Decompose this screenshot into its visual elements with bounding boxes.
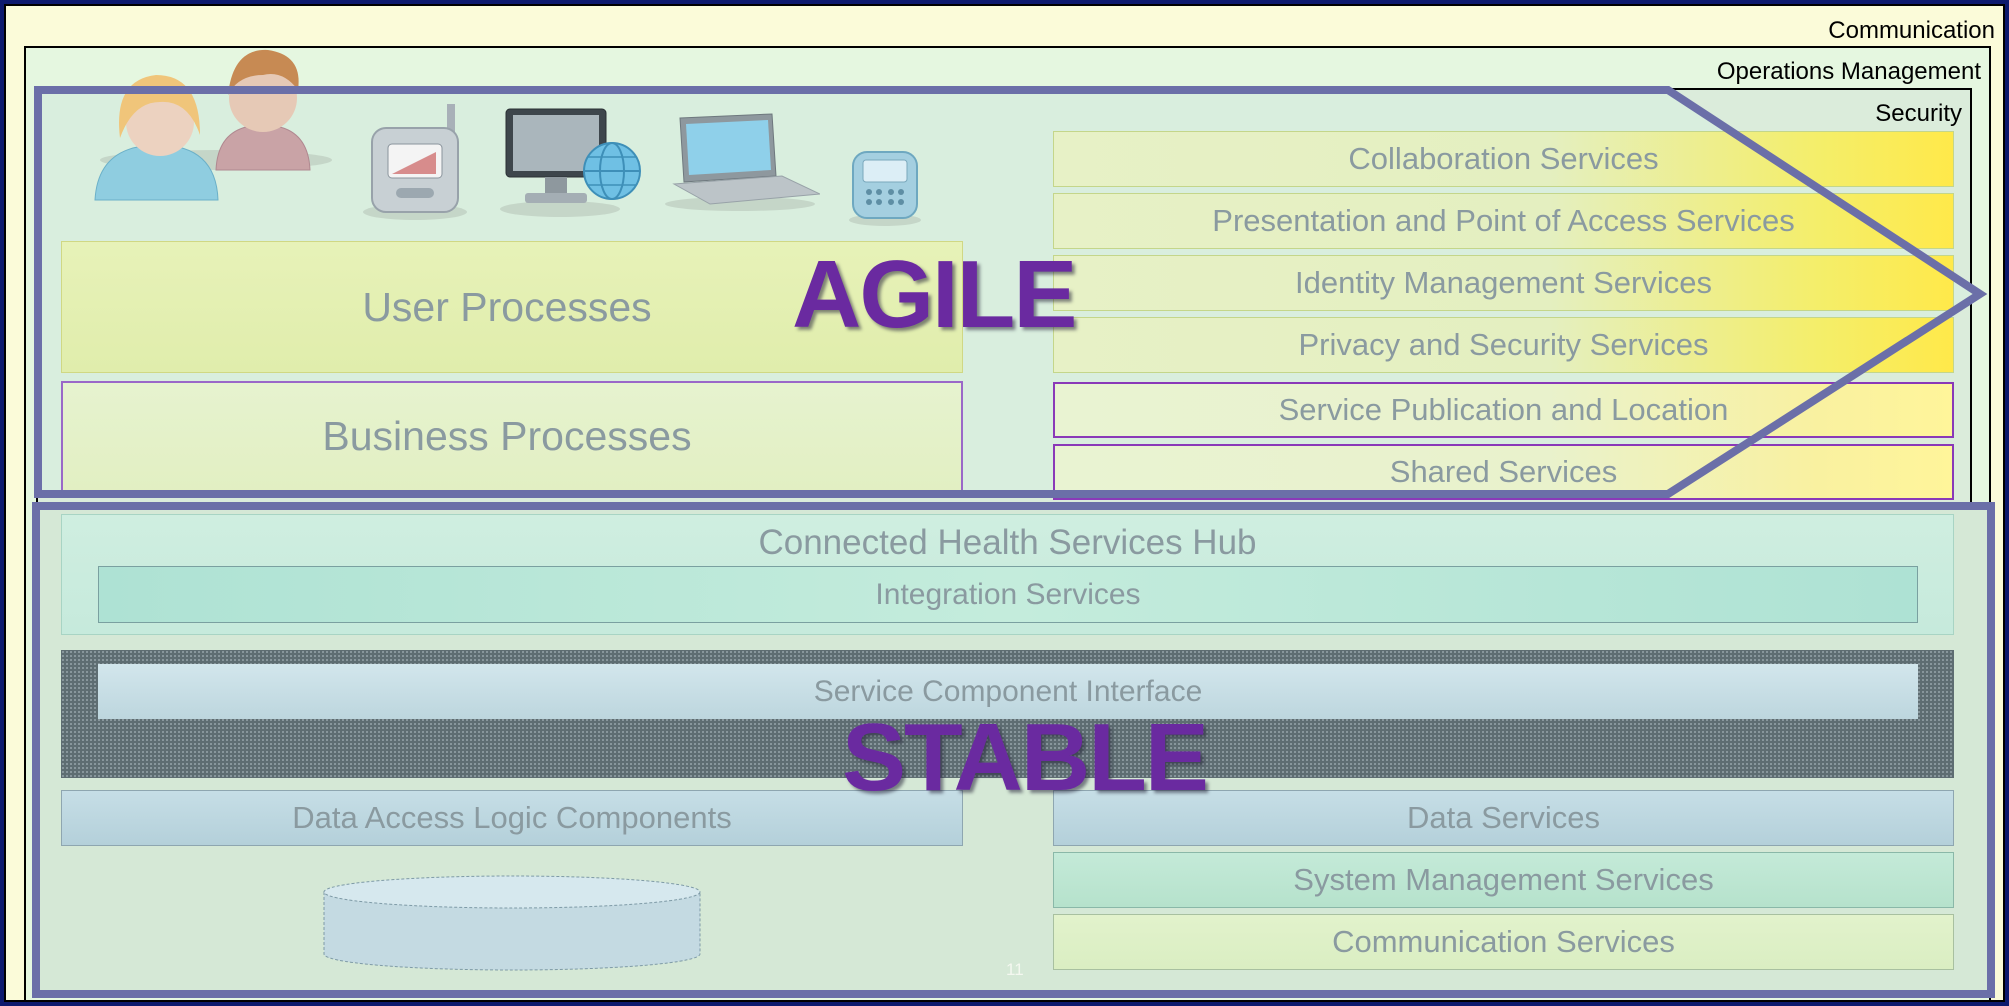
service-label: Communication Services <box>1332 924 1675 959</box>
phone-icon <box>360 100 480 225</box>
privacy-security-services-box: Privacy and Security Services <box>1053 317 1954 373</box>
communication-label: Communication <box>1828 17 1995 44</box>
handheld-icon <box>845 148 925 228</box>
stable-outline <box>32 502 1995 998</box>
integration-services-label: Integration Services <box>875 577 1141 611</box>
database-icon <box>322 872 702 974</box>
operations-management-label: Operations Management <box>1716 58 1981 85</box>
service-component-interface-box: Service Component Interface <box>98 664 1918 719</box>
laptop-icon <box>660 112 820 212</box>
service-label: Shared Services <box>1389 454 1618 489</box>
page-number: 11 <box>1006 960 1024 979</box>
hub-label: Connected Health Services Hub <box>758 523 1257 562</box>
presentation-access-services-box: Presentation and Point of Access Service… <box>1053 193 1954 249</box>
service-label: Data Services <box>1407 800 1600 835</box>
data-services-box: Data Services <box>1053 790 1954 846</box>
agile-outline <box>34 86 1988 498</box>
communication-services-box: Communication Services <box>1053 914 1954 970</box>
business-processes-box: Business Processes <box>61 381 963 496</box>
desktop-globe-icon <box>500 105 660 220</box>
people-icon <box>88 40 338 210</box>
data-access-logic-label: Data Access Logic Components <box>292 800 732 835</box>
stable-label: STABLE <box>842 704 1209 811</box>
service-component-interface-label: Service Component Interface <box>813 674 1203 708</box>
system-management-services-box: System Management Services <box>1053 852 1954 908</box>
service-label: Collaboration Services <box>1348 141 1659 176</box>
security-label: Security <box>1875 100 1962 127</box>
user-processes-label: User Processes <box>362 283 652 330</box>
integration-services-box: Integration Services <box>98 566 1918 623</box>
service-label: Presentation and Point of Access Service… <box>1212 203 1795 238</box>
service-label: Identity Management Services <box>1295 265 1712 300</box>
service-label: Privacy and Security Services <box>1298 327 1709 362</box>
service-label: System Management Services <box>1293 862 1714 897</box>
service-label: Service Publication and Location <box>1278 392 1729 427</box>
user-processes-box: User Processes <box>61 241 963 373</box>
identity-management-services-box: Identity Management Services <box>1053 255 1954 311</box>
agile-label: AGILE <box>792 241 1077 348</box>
business-processes-label: Business Processes <box>322 413 692 459</box>
data-access-logic-box: Data Access Logic Components <box>61 790 963 846</box>
